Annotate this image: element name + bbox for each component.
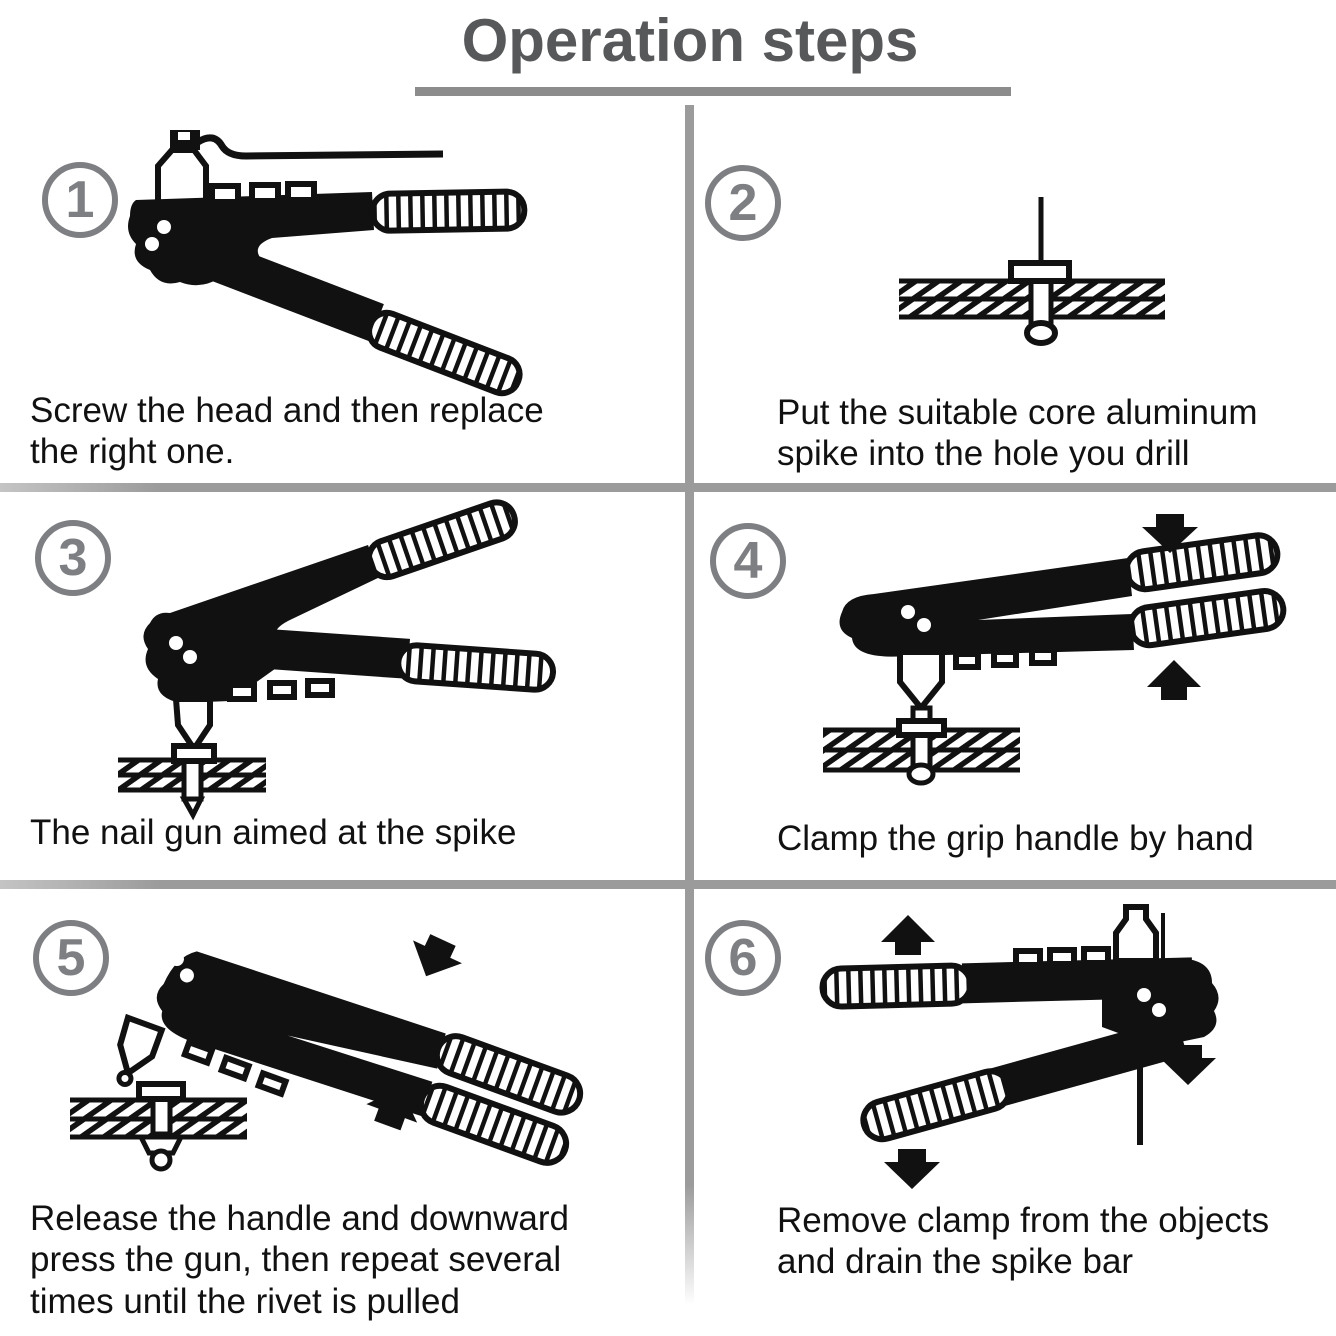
step-3-caption: The nail gun aimed at the spike (30, 813, 517, 852)
step-1-number-badge: 1 (42, 162, 118, 238)
upper-grip (369, 188, 528, 234)
pivot-dot (179, 968, 194, 983)
step-panel-5: 5 (0, 889, 684, 1336)
spare-nozzle-slots (180, 1038, 290, 1098)
up-arrow-icon (881, 915, 935, 955)
lower-handle (860, 1016, 1188, 1143)
up-arrow-icon (1147, 660, 1201, 700)
riveter-body (143, 545, 380, 703)
step-2-number-badge: 2 (705, 165, 781, 241)
upper-grip (1123, 532, 1281, 593)
step-6-caption: Remove clamp from the objects and drain … (777, 1201, 1270, 1282)
spare-nozzle-slots (227, 678, 335, 702)
spare-nozzle-slots (953, 647, 1057, 670)
vertical-divider (685, 105, 694, 1305)
upper-grip (433, 1033, 584, 1116)
down-arrow-icon (413, 934, 462, 977)
step-panel-3: 3 (0, 492, 684, 880)
step-5-number-badge: 5 (33, 920, 109, 996)
riveter-mirrored-illustration (819, 904, 1219, 1189)
upper-grip (365, 499, 518, 581)
nozzle-head (897, 649, 945, 725)
step-1-caption: Screw the head and then replace the righ… (30, 391, 544, 472)
rivet-in-plate-illustration (899, 197, 1165, 346)
step-panel-6: 6 Remove clamp from the objects and drai… (693, 889, 1336, 1336)
riveter-clamped-illustration (823, 514, 1287, 786)
down-arrow-icon (884, 1149, 940, 1189)
wrench-icon (170, 130, 444, 160)
pivot-dot (917, 618, 931, 632)
step-panel-4: 4 Clamp the grip h (693, 492, 1336, 880)
pivot-dot (169, 636, 183, 650)
pivot-dot (183, 650, 197, 664)
pivot-dot (901, 605, 915, 619)
riveter-body (128, 192, 374, 286)
blind-rivet (896, 718, 947, 786)
pivot-dot (1152, 1003, 1166, 1017)
step-2-caption: Put the suitable core aluminum spike int… (777, 393, 1258, 474)
title-underline (415, 87, 1011, 96)
spare-nozzle-slots (209, 181, 317, 205)
spare-nozzle-slots (1013, 946, 1111, 968)
down-arrow-icon (1142, 514, 1198, 553)
down-arrow-icon (1160, 1045, 1216, 1085)
page-title: Operation steps (461, 7, 919, 74)
blind-rivet (171, 743, 217, 821)
set-rivet (136, 1081, 186, 1172)
step-4-number-badge: 4 (710, 523, 786, 599)
nozzle-head (116, 1013, 166, 1087)
pivot-dot (169, 952, 184, 967)
step-5-caption: Release the handle and downward press th… (30, 1199, 569, 1321)
pivot-dot (1137, 988, 1151, 1002)
riveter-aimed-at-rivet-illustration (118, 499, 557, 821)
riveter-body (156, 951, 446, 1117)
up-arrow-icon (366, 1088, 418, 1131)
pivot-dot (145, 237, 159, 251)
blind-rivet (1008, 260, 1072, 346)
riveter-tilted (116, 951, 584, 1166)
step-4-caption: Clamp the grip handle by hand (777, 819, 1254, 858)
horizontal-divider-1 (0, 483, 1336, 492)
riveter-with-wrench-illustration (128, 130, 528, 397)
horizontal-divider-2 (0, 880, 1336, 889)
lower-grip (417, 1082, 570, 1166)
step-panel-1: 1 Screw the head and then replace the ri… (0, 110, 684, 483)
riveter-body (1102, 959, 1219, 1047)
step-3-number-badge: 3 (35, 520, 111, 596)
nozzle-up-with-spike (1113, 904, 1165, 964)
lower-grip (1127, 588, 1287, 649)
step-6-number-badge: 6 (705, 920, 781, 996)
step-panel-2: 2 Put the suitable core aluminum spike i… (693, 110, 1336, 483)
riveter-body (839, 558, 1134, 657)
riveter-released-illustration (70, 934, 584, 1172)
pivot-dot (157, 220, 171, 234)
